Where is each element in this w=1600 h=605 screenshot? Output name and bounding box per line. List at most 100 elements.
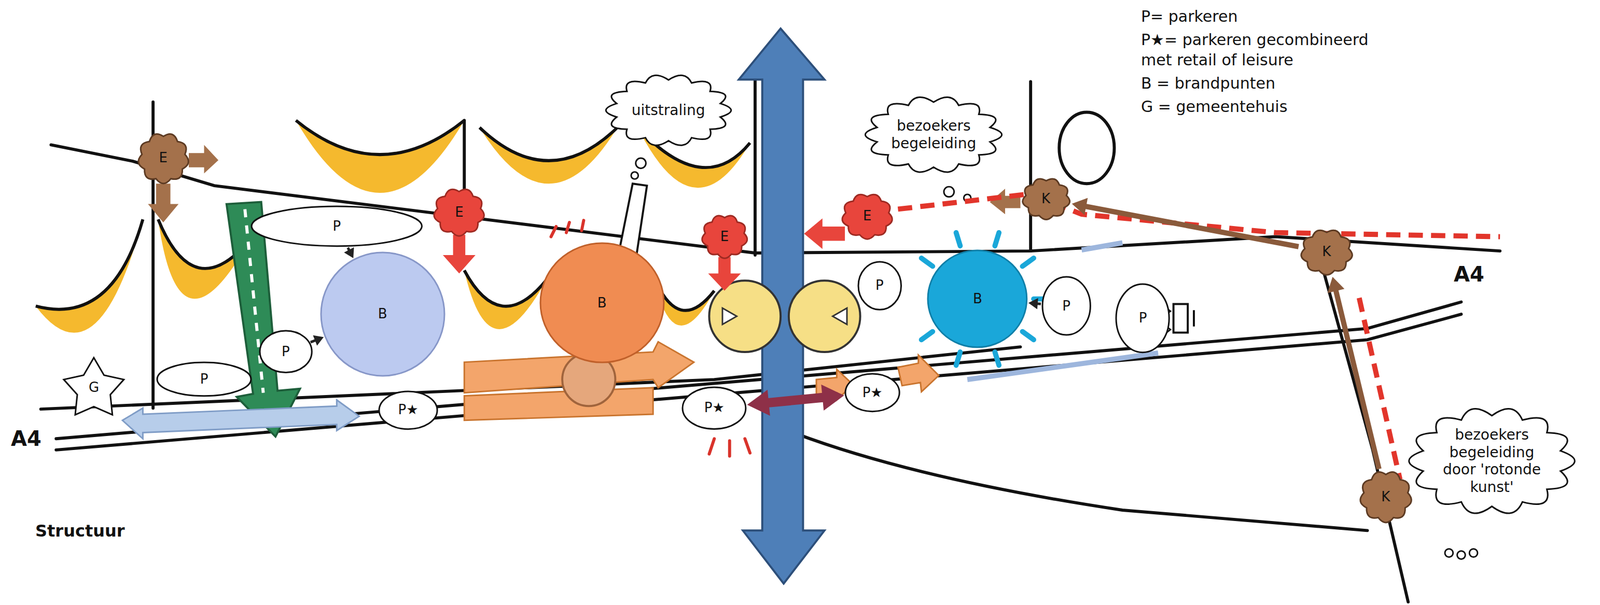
connector	[747, 384, 845, 416]
tick	[550, 226, 556, 238]
legend-text: B = brandpunten	[1141, 74, 1276, 93]
outline-shape	[259, 330, 312, 373]
arrow-head	[1072, 198, 1089, 216]
legend-entry: B = brandpunten	[1141, 73, 1380, 94]
residential-lobe	[296, 120, 465, 193]
node-text: P★	[704, 399, 725, 416]
node-text: E	[863, 207, 872, 225]
parking-oval: P	[1114, 282, 1171, 355]
outline-shape	[1042, 276, 1091, 336]
residential-lobe	[464, 270, 546, 330]
node-text: E	[159, 149, 168, 166]
arrow-head	[312, 335, 324, 346]
visitor-route	[1359, 298, 1401, 480]
arrow-head	[821, 384, 844, 411]
parking-oval: P★	[680, 385, 748, 431]
callout-text: bezoekers begeleiding door 'rotonde kuns…	[1434, 426, 1550, 496]
node-letter: P★	[704, 399, 725, 416]
ray	[1022, 258, 1034, 267]
callout-text: uitstraling	[631, 101, 706, 120]
node-letter: P	[281, 343, 290, 360]
node-letter: P	[875, 277, 884, 294]
roundabout-road	[1316, 244, 1409, 603]
node-text: K	[1322, 243, 1331, 260]
tick	[728, 440, 732, 457]
legend-entry: P= parkeren	[1141, 6, 1380, 27]
entrance-arrow	[803, 218, 845, 249]
legend-text: P★= parkeren gecombineerd met retail of …	[1141, 30, 1369, 69]
node-text: E	[454, 204, 464, 221]
bubble-tail	[635, 158, 647, 169]
ray	[921, 331, 934, 341]
node-text: P	[1138, 310, 1148, 327]
node-letter: E	[863, 207, 872, 225]
outline-shape	[63, 357, 124, 415]
yellow-arrow	[832, 308, 847, 325]
star-node: G	[58, 354, 130, 422]
residential-lobe	[35, 219, 144, 333]
outline-shape	[1022, 178, 1070, 220]
arrow-head	[343, 247, 354, 259]
outline-shape	[865, 96, 1003, 172]
lobe-edge	[296, 120, 465, 155]
entrance-arrow	[188, 144, 219, 174]
node-text: B	[597, 295, 607, 312]
parking-oval: P	[1040, 275, 1092, 337]
node-letter: K	[1381, 489, 1390, 506]
arrow-head	[1327, 276, 1345, 294]
connector	[1327, 276, 1380, 470]
thought-bubble: uitstraling	[603, 72, 734, 149]
node-text: B	[972, 290, 983, 308]
entrance-cloud: E	[699, 212, 750, 261]
node-letter: P	[200, 371, 209, 388]
bubble-tails	[631, 158, 1478, 560]
residential-lobe	[479, 127, 618, 184]
node-text: E	[720, 228, 729, 245]
connector-line	[764, 397, 827, 404]
node-letter: B	[597, 295, 607, 312]
outline-shape	[379, 391, 438, 430]
node-letter: K	[1041, 190, 1051, 207]
outline-shape	[540, 243, 664, 363]
parking-oval: P	[249, 204, 424, 248]
parking-oval: P	[155, 360, 253, 398]
thought-bubble: bezoekers begeleiding	[862, 93, 1005, 176]
node-text: bezoekers begeleiding	[891, 117, 977, 152]
entrance-cloud: E	[135, 130, 192, 187]
legend-entry: P★= parkeren gecombineerd met retail of …	[1141, 29, 1380, 71]
outline-shape	[1116, 284, 1170, 353]
yellow-node	[788, 280, 861, 353]
ray	[994, 232, 999, 247]
yellow-arrow	[722, 308, 737, 325]
tick	[708, 438, 715, 455]
focus-rays	[921, 232, 1048, 366]
node-text: G	[88, 379, 100, 396]
side-road	[753, 61, 757, 256]
connector	[1072, 198, 1299, 247]
entrance-cloud: K	[1357, 468, 1415, 526]
thought-bubble: bezoekers begeleiding door 'rotonde kuns…	[1406, 405, 1578, 518]
parking-frame	[1081, 242, 1123, 250]
node-letter: P	[1062, 298, 1071, 315]
node-letter: B	[378, 305, 388, 323]
node-text: P	[1062, 298, 1071, 315]
node-letter: K	[1322, 243, 1331, 260]
entrance-arrow	[707, 257, 741, 291]
lobe-edge	[479, 127, 618, 161]
entrance-arrow	[442, 234, 476, 274]
outline-shape	[1409, 409, 1576, 514]
legend: P= parkerenP★= parkeren gecombineerd met…	[1141, 6, 1380, 120]
outline-shape	[701, 215, 747, 259]
outline-shape	[682, 387, 746, 430]
connector-line	[1335, 288, 1380, 470]
ray	[1022, 331, 1034, 341]
node-text: P★	[862, 384, 883, 401]
entrance-cloud: K	[1019, 175, 1073, 223]
ray	[956, 232, 961, 247]
lobe-edge	[35, 219, 144, 310]
caption: Structuur	[35, 521, 125, 541]
building-symbol	[1173, 303, 1189, 333]
callout-text: bezoekers begeleiding	[891, 117, 977, 152]
